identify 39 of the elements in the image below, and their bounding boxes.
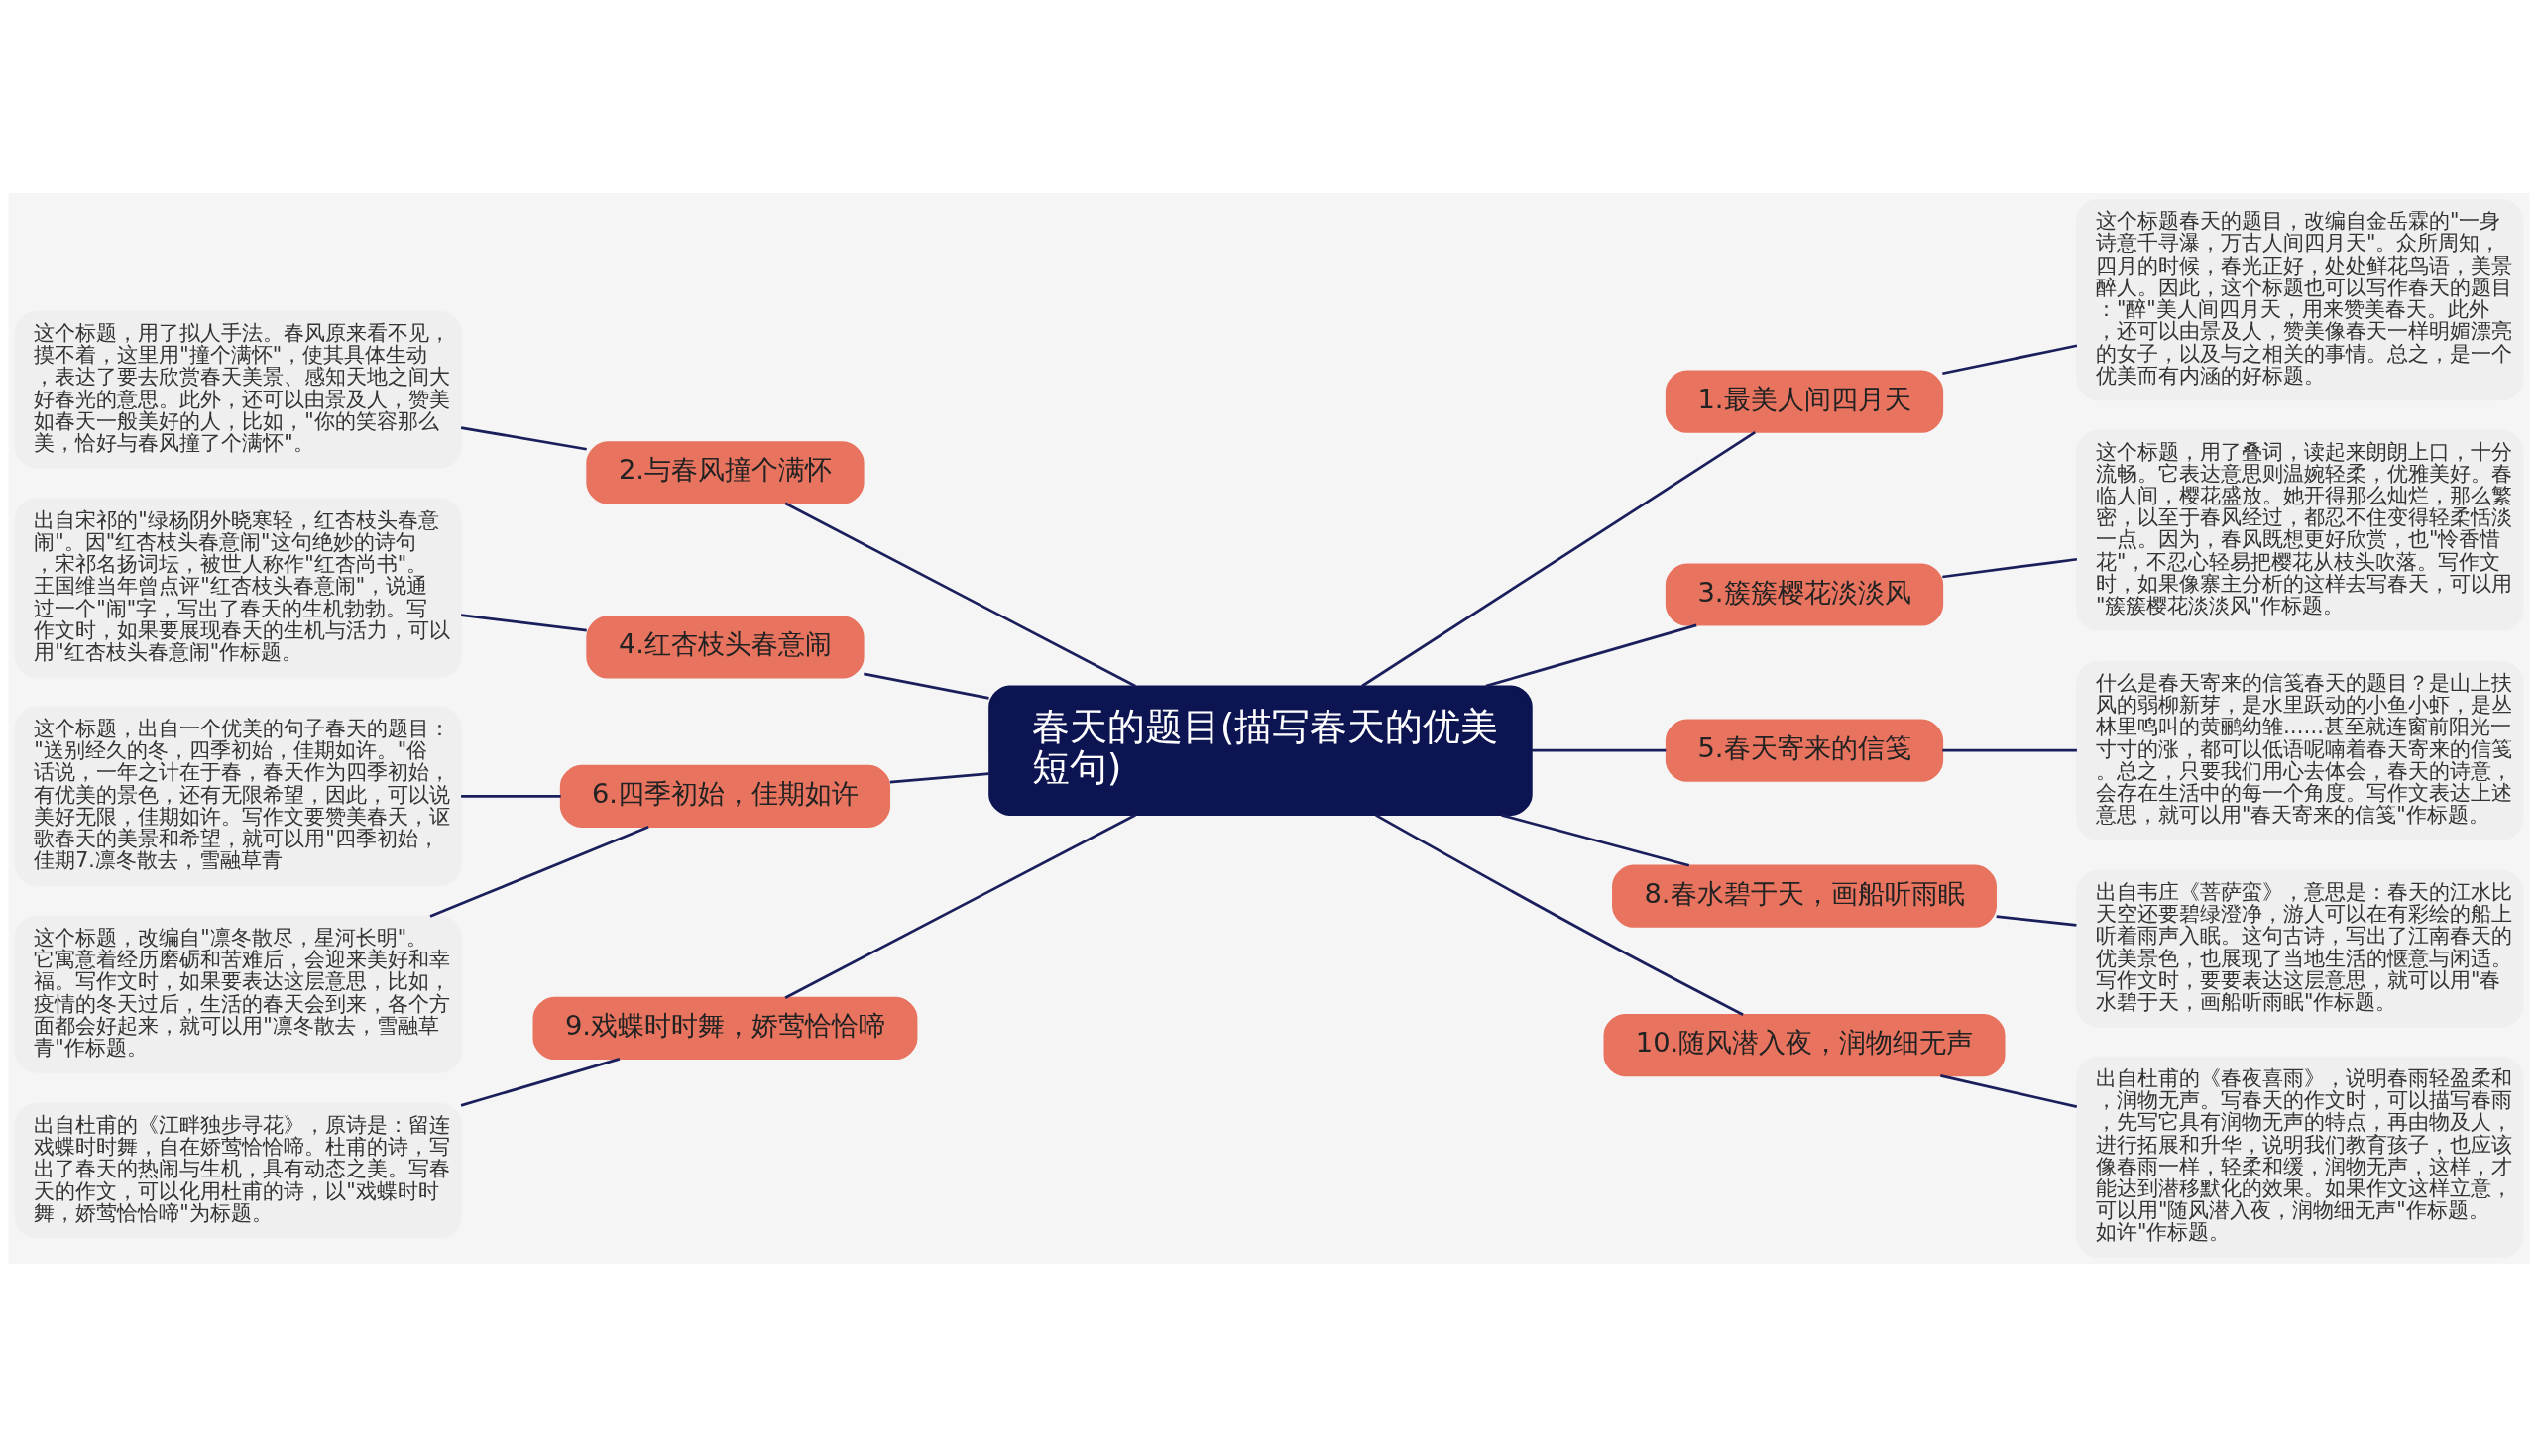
- node-box: 这个标题春天的题目，改编自金岳霖的"一身诗意千寻瀑，万古人间四月天"。众所周知，四月的时候，春光正好，处处鲜花鸟语，美景醉人。因此，这个标题也可以写作春天的题目："醉"美人间四月天，用来赞美春天。此外，还可以由景及人，赞美像春天一样明媚漂亮的女子，以及与之相关的事情。总之，是一个优美而有内涵的好标题。: [2076, 198, 2524, 400]
- node-box: 3.簇簇樱花淡淡风: [1665, 562, 1944, 626]
- connector: [1361, 430, 1757, 687]
- connector: [889, 771, 989, 784]
- connector: [460, 1057, 621, 1107]
- node-box: 出自宋祁的"绿杨阴外晓寒轻，红杏枝头春意闹"。因"红杏枝头春意闹"这句绝妙的诗句，宋祁名扬词坛，被世人称作"红杏尚书"。王国维当年曾点评"红杏枝头春意闹"，说通过一个"闹"字，写出了春天的生机勃勃。写作文时，如果要展现春天的生机与活力，可以用"红杏枝头春意闹"作标题。: [14, 498, 462, 678]
- connector: [1531, 748, 1667, 752]
- connector: [1996, 914, 2077, 927]
- node-box: 出自韦庄《菩萨蛮》，意思是：春天的江水比天空还要碧绿澄净，游人可以在有彩绘的船上听着雨声入眠。这句古诗，写出了江南春天的优美景色，也展现了当地生活的惬意与闲适。写作文时，要要表达这层意思，就可以用"春水碧于天，画船听雨眠"作标题。: [2076, 869, 2524, 1028]
- connector: [1942, 343, 2078, 375]
- node-box: 4.红杏枝头春意闹: [586, 615, 865, 679]
- connector: [460, 425, 587, 451]
- node-box: 春天的题目(描写春天的优美短句): [988, 684, 1533, 816]
- node-box: 6.四季初始，佳期如许: [559, 764, 891, 828]
- node-box: 10.随风潜入夜，润物细无声: [1603, 1013, 2006, 1076]
- node-box: 这个标题，用了叠词，读起来朗朗上口，十分流畅。它表达意思则温婉轻柔，优雅美好。春临人间，樱花盛放。她开得那么灿烂，那么繁密，以至于春风经过，都忍不住变得轻柔恬淡一点。因为，春风既想更好欣赏，也"怜香惜花"，不忍心轻易把樱花从枝头吹落。写作文时，如果像寨主分析的这样去写春天，可以用"簇簇樱花淡淡风"作标题。: [2076, 428, 2524, 631]
- node-box: 2.与春风撞个满怀: [586, 440, 865, 504]
- node-box: 9.戏蝶时时舞，娇莺恰恰啼: [532, 996, 918, 1060]
- connector: [1942, 557, 2078, 578]
- connector: [1942, 748, 2077, 752]
- connector: [429, 825, 649, 918]
- connector: [1485, 623, 1697, 687]
- connector: [460, 613, 587, 631]
- connector: [1940, 1073, 2078, 1108]
- connector: [784, 502, 1136, 687]
- connector: [864, 671, 989, 700]
- node-box: 什么是春天寄来的信笺春天的题目？是山上扶风的弱柳新芽，是水里跃动的小鱼小虾，是丛林里鸣叫的黄鹂幼雏……甚至就连窗前阳光一寸寸的涨，都可以低语呢喃着春天寄来的信笺。总之，只要我们用心去体会，春天的诗意，会存在生活中的每一个角度。写作文表达上述意思，就可以用"春天寄来的信笺"作标题。: [2076, 660, 2524, 840]
- node-box: 1.最美人间四月天: [1665, 370, 1944, 433]
- node-box: 8.春水碧于天，画船听雨眠: [1612, 864, 1997, 928]
- connector: [784, 813, 1136, 999]
- node-box: 这个标题，用了拟人手法。春风原来看不见，摸不着，这里用"撞个满怀"，使其具体生动，表达了要去欣赏春天美景、感知天地之间大好春光的意思。此外，还可以由景及人，赞美如春天一般美好的人，比如，"你的笑容那么美，恰好与春风撞了个满怀"。: [14, 310, 462, 469]
- connector: [461, 794, 561, 798]
- node-box: 这个标题，改编自"凛冬散尽，星河长明"。它寓意着经历磨砺和苦难后，会迎来美好和幸福。写作文时，如果要表达这层意思，比如，疫情的冬天过后，生活的春天会到来，各个方面都会好起来，就可以用"凛冬散去，雪融草青"作标题。: [14, 915, 462, 1073]
- node-box: 出自杜甫的《江畔独步寻花》，原诗是：留连戏蝶时时舞，自在娇莺恰恰啼。杜甫的诗，写出了春天的热闹与生机，具有动态之美。写春天的作文，可以化用杜甫的诗，以"戏蝶时时舞，娇莺恰恰啼"为标题。: [14, 1102, 462, 1238]
- connector: [1501, 813, 1690, 867]
- node-box: 出自杜甫的《春夜喜雨》，说明春雨轻盈柔和，润物无声。写春天的作文时，可以描写春雨，先写它具有润物无声的特点，再由物及人，进行拓展和升华，说明我们教育孩子，也应该像春雨一样，轻柔和缓，润物无声，这样，才能达到潜移默化的效果。如果作文这样立意，可以用"随风潜入夜，润物细无声"作标题。如许"作标题。: [2076, 1056, 2524, 1258]
- connector: [1375, 813, 1744, 1016]
- node-box: 这个标题，出自一个优美的句子春天的题目："送别经久的冬，四季初始，佳期如许。"俗话说，一年之计在于春，春天作为四季初始，有优美的景色，还有无限希望，因此，可以说美好无限，佳期如许。写作文要赞美春天，讴歌春天的美景和希望，就可以用"四季初始，佳期7.凛冬散去，雪融草青: [14, 706, 462, 886]
- node-box: 5.春天寄来的信笺: [1665, 719, 1944, 782]
